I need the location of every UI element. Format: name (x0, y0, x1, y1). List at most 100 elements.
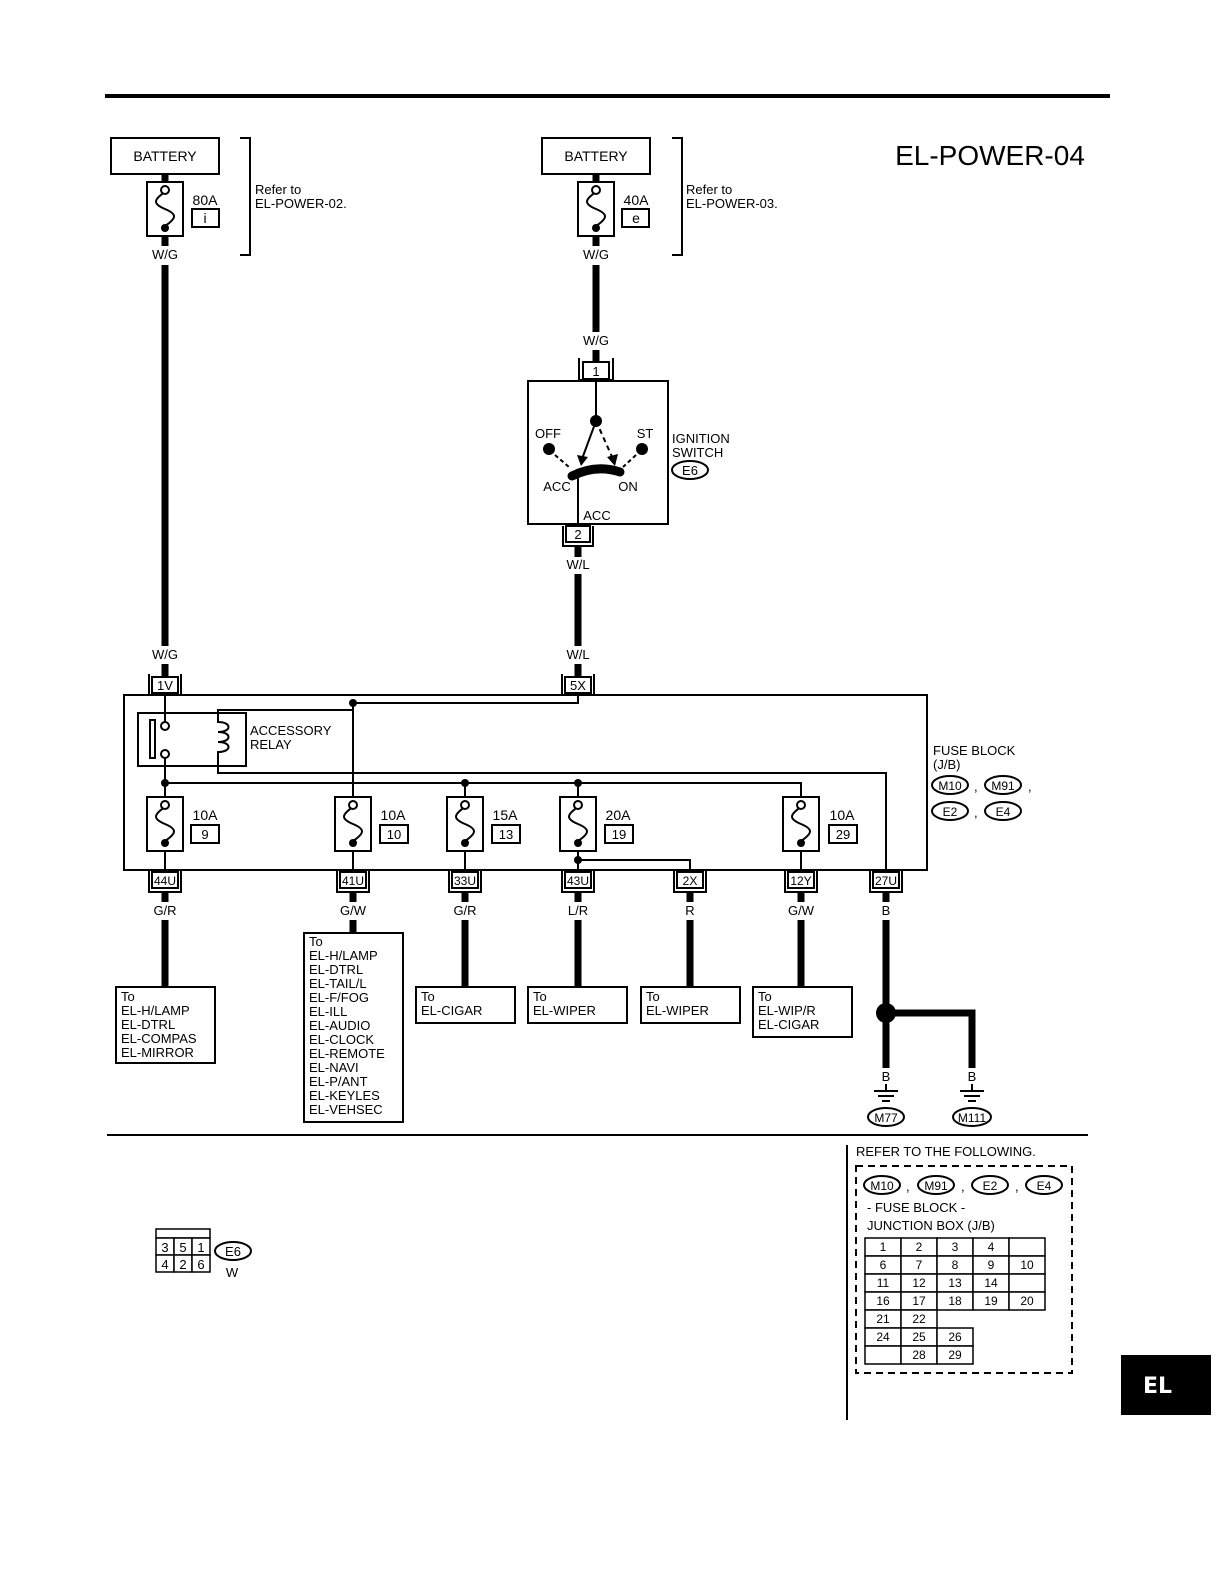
terminal-number: 8 (952, 1258, 959, 1272)
pin-number: 27U (875, 874, 897, 888)
pin-number: 1 (592, 364, 599, 379)
fuse-rating: 10A (381, 807, 407, 823)
destination-line: EL-CIGAR (421, 1003, 482, 1018)
terminal-number: 28 (912, 1348, 926, 1362)
fuse-id: i (203, 210, 206, 226)
refer-text: Refer to (255, 182, 301, 197)
output-terminal-label: ACC (583, 508, 610, 523)
destination-line: To (121, 989, 135, 1004)
relay-name: ACCESSORY (250, 723, 332, 738)
destination-line: To (533, 989, 547, 1004)
section-tab-label: EL (1143, 1374, 1172, 1399)
terminal-number: 4 (161, 1257, 168, 1272)
destination-line: EL-WIP/R (758, 1003, 816, 1018)
destination-line: EL-P/ANT (309, 1074, 368, 1089)
wire-color: G/R (453, 903, 476, 918)
wire-color: B (882, 903, 891, 918)
fuse-rating: 20A (606, 807, 632, 823)
connector-id: M91 (924, 1179, 948, 1193)
terminal-number: 21 (876, 1312, 890, 1326)
fuse-block: W/G 1V W/L 5X ACCESSORY RELAY (123, 647, 1032, 872)
output-2x: 2X R (673, 869, 707, 987)
battery-box (541, 137, 651, 175)
relay-name-2: RELAY (250, 737, 292, 752)
terminal-number: 6 (197, 1257, 204, 1272)
terminal-cell (864, 1345, 902, 1365)
destination-box: To EL-WIPER (527, 986, 628, 1024)
destination-line: EL-NAVI (309, 1060, 359, 1075)
connector-pin (151, 676, 179, 694)
terminal-number: 16 (876, 1294, 890, 1308)
position-on: ON (618, 479, 638, 494)
ground-m77: B M77 (867, 1069, 905, 1127)
terminal-number: 3 (161, 1240, 168, 1255)
fuse-id: e (632, 210, 640, 226)
separator: , (974, 779, 978, 794)
output-wire-color: W/L (566, 557, 589, 572)
fuse-10: 10A 10 (334, 796, 409, 852)
connector-id: M77 (874, 1111, 898, 1125)
fuse-number: 29 (836, 827, 850, 842)
pin-number: 2 (574, 527, 581, 542)
fuse-block-name-2: (J/B) (933, 757, 960, 772)
separator: , (906, 1179, 910, 1194)
reference-dashed-box (855, 1165, 1073, 1374)
destination-box: To EL-CIGAR (415, 986, 516, 1024)
destination-line: EL-CIGAR (758, 1017, 819, 1032)
refer-bracket (240, 137, 251, 256)
fuse-block-name: FUSE BLOCK (933, 743, 1016, 758)
ignition-switch-name-2: SWITCH (672, 445, 723, 460)
battery-label: BATTERY (133, 148, 197, 164)
input-wire-color: W/L (566, 647, 589, 662)
destination-line: To (646, 989, 660, 1004)
terminal-number: 5 (179, 1240, 186, 1255)
pin-number: 33U (454, 874, 476, 888)
destination-line: EL-REMOTE (309, 1046, 385, 1061)
separator: , (1015, 1179, 1019, 1194)
terminal-cell (1008, 1273, 1046, 1293)
destination-line: EL-F/FOG (309, 990, 369, 1005)
output-27u: 27U B (869, 869, 976, 1068)
connector-id: E4 (1037, 1179, 1052, 1193)
destination-line: EL-COMPAS (121, 1031, 197, 1046)
destination-line: To (309, 934, 323, 949)
switch-contact-arm (581, 420, 597, 460)
pin-number: 1V (157, 678, 173, 693)
fuse-rating: 10A (193, 807, 219, 823)
terminal-number: 20 (1020, 1294, 1034, 1308)
connector-id: M10 (870, 1179, 894, 1193)
pin-number: 2X (683, 874, 698, 888)
terminal-number: 2 (916, 1240, 923, 1254)
connector-color: W (226, 1265, 239, 1280)
terminal-number: 19 (984, 1294, 998, 1308)
terminal-number: 2 (179, 1257, 186, 1272)
fuse-number: 19 (612, 827, 626, 842)
pin-number: 5X (570, 678, 586, 693)
connector-pin (582, 361, 610, 380)
accessory-relay (137, 712, 247, 767)
fuse-number: 10 (387, 827, 401, 842)
output-43u: 43U L/R (561, 869, 595, 987)
terminal-number: 24 (876, 1330, 890, 1344)
terminal-number: 1 (880, 1240, 887, 1254)
ground-m111: B M111 (952, 1069, 992, 1127)
wire-color: B (882, 1069, 891, 1084)
section-tab: EL (1121, 1355, 1211, 1415)
terminal-number: 11 (877, 1276, 890, 1290)
position-st: ST (637, 426, 654, 441)
ignition-switch-name: IGNITION (672, 431, 730, 446)
connector-id: M91 (991, 779, 1015, 793)
page-title: EL-POWER-04 (895, 140, 1085, 171)
input-wire-color: W/G (152, 647, 178, 662)
wire-color: W/G (583, 247, 609, 262)
terminal-number: 17 (912, 1294, 926, 1308)
relay-coil (217, 718, 230, 762)
output-connectors: 44U G/R 41U G/W 33U G/R 43U L/R (148, 869, 976, 1068)
destination-box: To EL-H/LAMP EL-DTRL EL-COMPAS EL-MIRROR (115, 986, 216, 1064)
destination-line: EL-VEHSEC (309, 1102, 383, 1117)
pin-number: 43U (567, 874, 589, 888)
refer-target: EL-POWER-03. (686, 196, 778, 211)
wire-color: G/W (788, 903, 815, 918)
